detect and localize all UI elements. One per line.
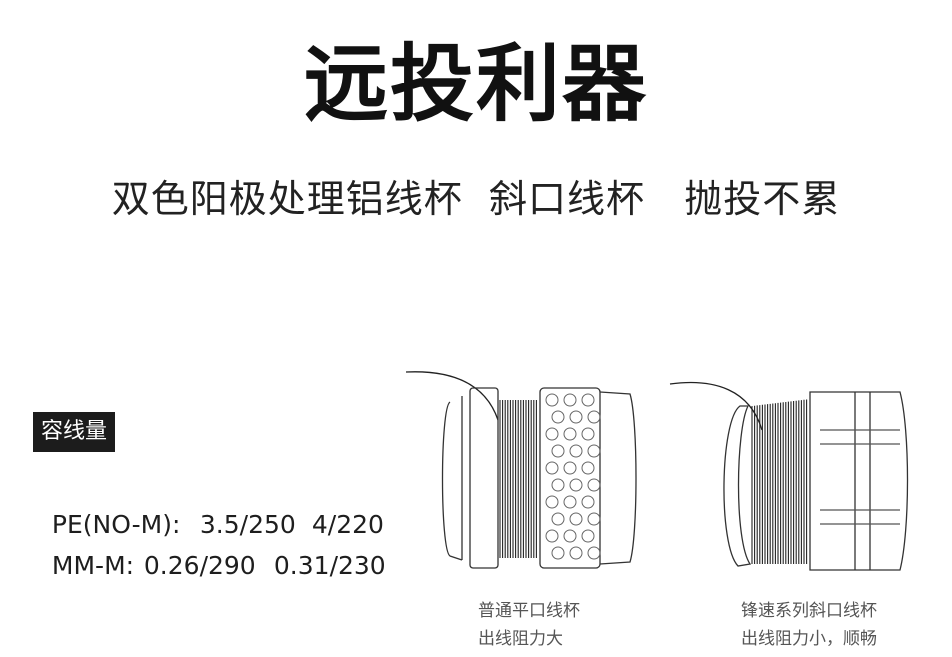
capacity-value: 4/220 [311, 510, 384, 539]
slanted-spool-illustration [669, 381, 909, 571]
spool-illustrations [405, 371, 909, 571]
capacity-row-pe: PE(NO-M): 3.5/250 4/220 [36, 474, 384, 542]
capacity-row-label: PE(NO-M): [51, 510, 181, 539]
capacity-value: 3.5/250 [199, 510, 296, 539]
capacity-row-label: MM-M: [51, 551, 135, 580]
capacity-value: 0.31/230 [273, 551, 386, 580]
flat-spool-caption: 普通平口线杯 出线阻力大 [478, 597, 580, 653]
slanted-spool-caption: 锋速系列斜口线杯 出线阻力小，顺畅 [741, 597, 877, 653]
caption-line: 普通平口线杯 [478, 601, 580, 621]
flat-spool-illustration [405, 371, 637, 569]
page-subtitle: 双色阳极处理铝线杯 斜口线杯 抛投不累 [111, 177, 841, 221]
capacity-badge: 容线量 [33, 412, 116, 452]
capacity-row-mm: MM-M: 0.26/290 0.31/230 [36, 515, 386, 583]
caption-line: 出线阻力小，顺畅 [741, 629, 877, 649]
caption-line: 出线阻力大 [478, 629, 563, 649]
capacity-value: 0.26/290 [143, 551, 256, 580]
caption-line: 锋速系列斜口线杯 [741, 601, 877, 621]
page-title: 远投利器 [303, 34, 648, 133]
